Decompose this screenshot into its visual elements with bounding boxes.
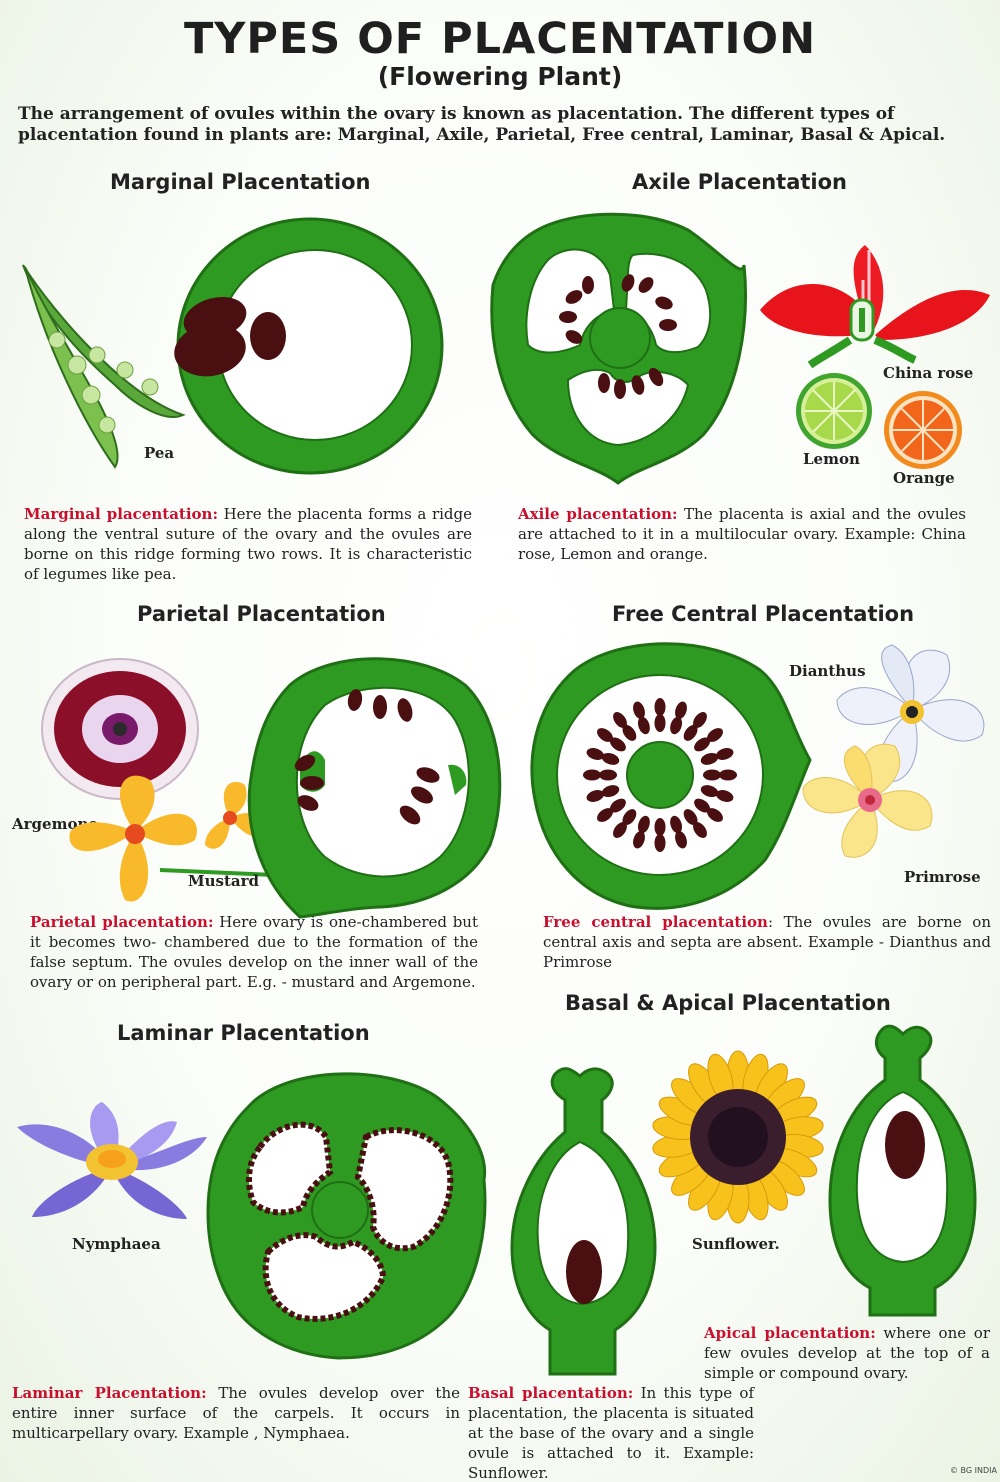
axile-term: Axile placentation: <box>518 505 678 523</box>
primrose-flower-image <box>802 743 933 858</box>
apical-text: where one or few ovules develop at the t… <box>704 1324 990 1382</box>
ovule-mark <box>654 834 666 852</box>
apical-description: Apical placentation: where one or few ov… <box>704 1323 990 1383</box>
ovule-mark <box>586 790 605 802</box>
laminar-term: Laminar Placentation: <box>12 1384 207 1402</box>
ovule-mark <box>654 714 666 732</box>
argemone-flower-image <box>41 658 199 800</box>
china-rose-label: China rose <box>883 364 974 382</box>
ovule-mark <box>633 830 645 849</box>
free-central-heading: Free Central Placentation <box>612 602 915 626</box>
axile-text: The placenta is axial and the ovules are… <box>518 505 966 563</box>
parietal-heading: Parietal Placentation <box>137 602 386 626</box>
ovule-mark <box>675 830 687 849</box>
ovule-mark <box>700 785 719 798</box>
parietal-term: Parietal placentation: <box>30 913 214 931</box>
marginal-text: Here the placenta forms a ridge along th… <box>24 505 472 583</box>
ovule-mark <box>719 769 737 781</box>
axile-heading: Axile Placentation <box>632 170 847 194</box>
ovule-mark <box>694 737 711 752</box>
free-central-term: Free central placentation <box>543 913 768 931</box>
china-rose-image <box>760 245 990 369</box>
ovule-mark <box>597 728 613 742</box>
basal-apical-heading: Basal & Apical Placentation <box>565 991 891 1015</box>
ovule-mark <box>613 712 627 728</box>
apical-term: Apical placentation: <box>704 1324 876 1342</box>
ovule-mark <box>703 769 721 781</box>
marginal-term: Marginal placentation: <box>24 505 218 523</box>
ovule-mark <box>609 798 626 813</box>
ovule-mark <box>609 737 626 752</box>
basal-ovary-diagram <box>510 1067 657 1376</box>
ovule-mark <box>670 815 683 834</box>
laminar-ovary-diagram <box>206 1072 487 1360</box>
laminar-heading: Laminar Placentation <box>117 1021 370 1045</box>
ovule-mark <box>715 790 734 802</box>
basal-text: In this type of placentation, the placen… <box>468 1384 754 1482</box>
ovule-mark <box>637 815 650 834</box>
basal-description: Basal placentation: In this type of plac… <box>468 1383 754 1482</box>
marginal-heading: Marginal Placentation <box>110 170 371 194</box>
mustard-flower-image <box>69 775 276 902</box>
orange-label: Orange <box>893 469 955 487</box>
pea-label: Pea <box>144 444 175 462</box>
apical-ovary-diagram <box>828 1024 977 1317</box>
ovule-mark <box>693 822 707 838</box>
free-central-description: Free central placentation: The ovules ar… <box>543 912 991 972</box>
ovule-mark <box>633 701 645 720</box>
ovule-mark <box>683 809 698 826</box>
lemon-image <box>796 373 872 449</box>
free-central-ovary-diagram <box>530 642 812 910</box>
parietal-text: Here ovary is one-chambered but it becom… <box>30 913 478 991</box>
ovule-mark <box>694 798 711 813</box>
sunflower-image <box>652 1050 824 1224</box>
laminar-text: The ovules develop over the entire inner… <box>12 1384 460 1442</box>
marginal-ovary-diagram <box>174 217 444 475</box>
credit-text: © BG INDIA <box>950 1466 997 1475</box>
primrose-label: Primrose <box>904 868 981 886</box>
ovule-mark <box>586 748 605 760</box>
ovule-mark <box>693 712 707 728</box>
mustard-label: Mustard <box>188 872 259 890</box>
ovule-mark <box>675 701 687 720</box>
marginal-description: Marginal placentation: Here the placenta… <box>24 504 472 584</box>
ovule-mark <box>715 748 734 760</box>
ovule-mark <box>637 716 650 735</box>
nymphaea-flower-image <box>17 1102 207 1219</box>
ovule-mark <box>583 769 601 781</box>
ovule-mark <box>622 809 637 826</box>
nymphaea-label: Nymphaea <box>72 1235 161 1253</box>
intro-text: The arrangement of ovules within the ova… <box>18 104 946 145</box>
basal-term: Basal placentation: <box>468 1384 634 1402</box>
poster-title: TYPES OF PLACENTATION <box>183 14 817 64</box>
axile-description: Axile placentation: The placenta is axia… <box>518 504 966 564</box>
ovule-mark <box>601 785 620 798</box>
ovule-mark <box>622 724 637 741</box>
pea-pod-image <box>22 264 186 469</box>
dianthus-label: Dianthus <box>789 662 866 680</box>
ovule-mark <box>599 769 617 781</box>
parietal-ovary-diagram <box>247 657 502 919</box>
ovule-mark <box>700 752 719 765</box>
ovule-mark <box>601 752 620 765</box>
poster-subtitle: (Flowering Plant) <box>377 62 623 91</box>
parietal-description: Parietal placentation: Here ovary is one… <box>30 912 478 992</box>
orange-image <box>884 391 962 469</box>
sunflower-label: Sunflower. <box>692 1235 780 1253</box>
ovule-mark <box>597 808 613 822</box>
ovule-mark <box>654 818 666 836</box>
lemon-label: Lemon <box>803 450 860 468</box>
laminar-description: Laminar Placentation: The ovules develop… <box>12 1383 460 1443</box>
ovule-mark <box>654 698 666 716</box>
free-central-text: : The ovules are borne on central axis a… <box>543 913 992 971</box>
ovule-mark <box>670 716 683 735</box>
ovule-mark <box>683 724 698 741</box>
axile-ovary-diagram <box>490 212 747 485</box>
ovule-mark <box>613 822 627 838</box>
ovule-mark <box>707 728 723 742</box>
ovule-mark <box>707 808 723 822</box>
